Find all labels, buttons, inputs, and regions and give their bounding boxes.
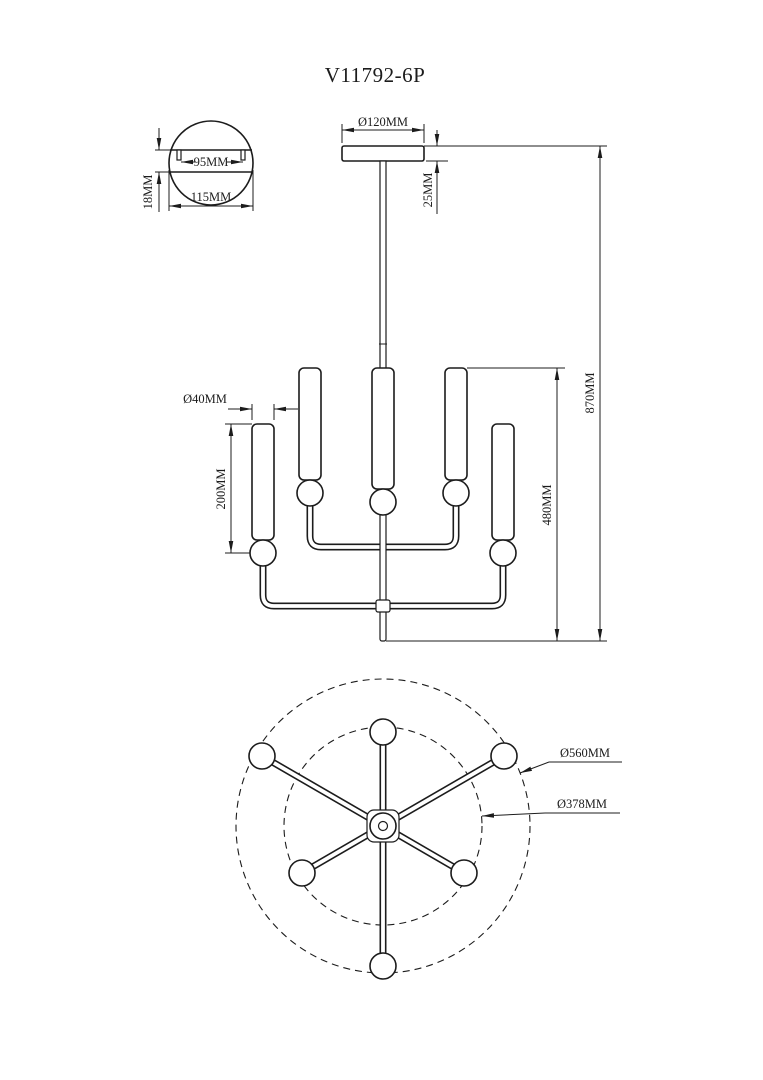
- arm-junction-collar: [375, 599, 391, 613]
- dim-canopy-height: 25MM: [421, 173, 435, 208]
- dim-plate-height: 18MM: [141, 175, 155, 210]
- arm-lower-left: [259, 560, 381, 610]
- leader-378: [481, 812, 546, 818]
- plan-view: Ø560MM Ø378MM: [235, 678, 622, 980]
- mount-slot-right: [240, 149, 246, 161]
- ball-joint-upper-left: [296, 479, 324, 507]
- ball-joint-far-left: [249, 539, 277, 567]
- shade-tube-far-left: [251, 423, 275, 541]
- ball-joint-center: [369, 488, 397, 516]
- dim-outer-diameter: Ø560MM: [560, 746, 610, 760]
- shade-tube-upper-right: [444, 367, 468, 481]
- mount-slot-left: [176, 149, 182, 161]
- plan-hub-center: [377, 820, 389, 832]
- dim-overall-height: 870MM: [583, 373, 597, 414]
- dim-plate-width: 115MM: [191, 190, 232, 204]
- shade-tube-upper-left: [298, 367, 322, 481]
- ball-joint-upper-right: [442, 479, 470, 507]
- center-column: [379, 509, 387, 642]
- plan-lamp-lower-left: [288, 859, 316, 887]
- model-number-title: V11792-6P: [325, 63, 426, 87]
- plan-lamp-top: [369, 718, 397, 746]
- leader-560: [519, 761, 550, 774]
- plan-lamp-upper-left: [248, 742, 276, 770]
- canopy-disc: [341, 145, 425, 162]
- plan-lamp-bottom: [369, 952, 397, 980]
- dim-inner-diameter: Ø378MM: [557, 797, 607, 811]
- shade-tube-far-right: [491, 423, 515, 541]
- ball-joint-far-right: [489, 539, 517, 567]
- dim-hole-spacing: 95MM: [194, 155, 229, 169]
- shade-tube-center: [371, 367, 395, 490]
- dim-canopy-diameter: Ø120MM: [358, 115, 408, 129]
- plan-lamp-lower-right: [450, 859, 478, 887]
- dim-body-height: 480MM: [540, 485, 554, 526]
- stem-rod: [379, 160, 387, 372]
- arm-lower-right: [385, 560, 507, 610]
- front-elevation-view: Ø120MM 25MM 870MM 480MM Ø40MM 200MM: [183, 115, 607, 642]
- plan-lamp-upper-right: [490, 742, 518, 770]
- dim-shade-length: 200MM: [214, 469, 228, 510]
- plan-inner-circle: [283, 726, 483, 926]
- mount-detail-view: 95MM 115MM 18MM: [141, 120, 254, 212]
- dim-shade-diameter: Ø40MM: [183, 392, 227, 406]
